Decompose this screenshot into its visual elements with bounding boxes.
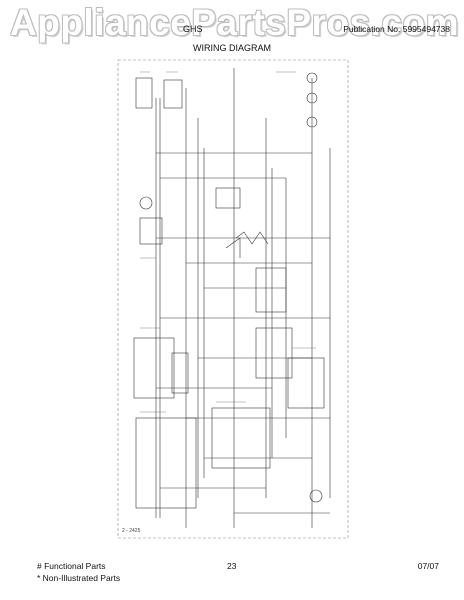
diagram-corner-label: 2 - 2425 bbox=[122, 528, 141, 534]
revision-date: 07/07 bbox=[417, 561, 439, 571]
diagram-title: WIRING DIAGRAM bbox=[193, 43, 271, 53]
non-illustrated-parts-note: * Non-Illustrated Parts bbox=[37, 573, 121, 583]
wiring-diagram: 2 - 2425 bbox=[117, 59, 349, 539]
publication-number: Publication No. 5995494738 bbox=[343, 24, 450, 34]
page-number: 23 bbox=[227, 561, 237, 571]
watermark-logo: AppliancePartsPros.com bbox=[10, 2, 459, 43]
functional-parts-note: # Functional Parts bbox=[37, 561, 106, 571]
model-number: GHS bbox=[183, 24, 203, 34]
